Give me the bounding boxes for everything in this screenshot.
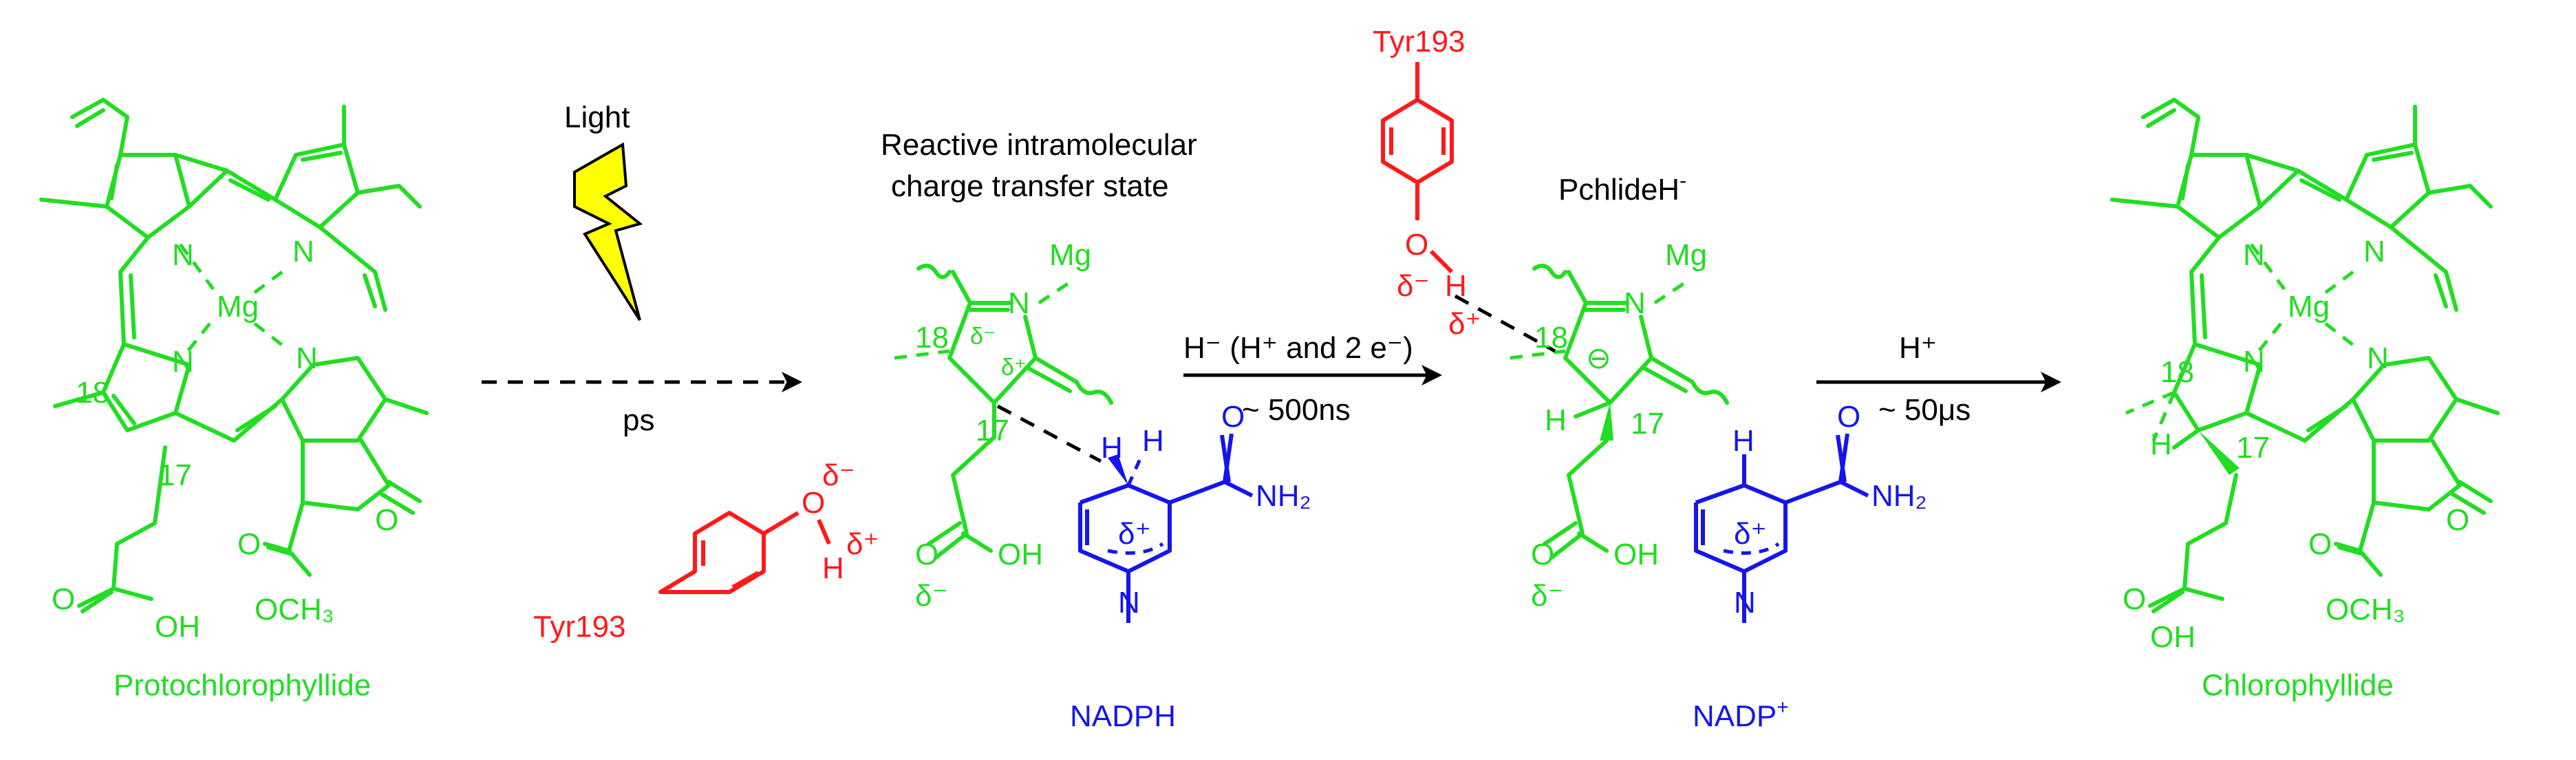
atom-n: N (1624, 286, 1646, 320)
atom-n: N (2243, 238, 2265, 272)
protochlorophyllide-structure: N N N N Mg 18 17 O O OCH₃ O OH (39, 98, 429, 644)
tyr193-label: Tyr193 (1373, 25, 1466, 59)
delta-minus-label: δ⁻ (915, 579, 948, 613)
position-18-label: 18 (76, 376, 109, 410)
atom-n: N (292, 235, 314, 268)
atom-n: N (2243, 345, 2265, 379)
atom-h: H (822, 551, 844, 585)
atom-h: H (1142, 424, 1164, 458)
tyr193-bottom: Tyr193 O H δ⁻ δ⁺ (533, 458, 879, 644)
atom-o: O (1405, 228, 1428, 262)
atom-n: N (2367, 341, 2389, 375)
atom-h: H (1545, 403, 1567, 437)
delta-plus-label: δ⁺ (1001, 355, 1027, 381)
chlorophyllide-structure: N N N N Mg 18 H 17 O O OCH₃ O OH (2110, 98, 2500, 654)
atom-h: H (1101, 431, 1123, 465)
atom-o: O (1837, 400, 1860, 434)
nadp-structure: H O NH₂ δ⁺ N NADP+ (1693, 400, 1927, 733)
position-18-label: 18 (1534, 321, 1568, 355)
hydride-step-label: H⁻ (H⁺ and 2 e⁻) (1183, 331, 1413, 365)
atom-h: H (1732, 424, 1754, 458)
atom-h: H (2150, 427, 2172, 461)
delta-plus-label: δ⁺ (1734, 517, 1767, 551)
methyl-ester-label: OCH₃ (255, 593, 334, 626)
atom-mg: Mg (2288, 290, 2330, 324)
atom-o: O (1531, 538, 1554, 571)
atom-o: O (1221, 400, 1245, 434)
atom-mg: Mg (217, 290, 259, 324)
atom-n: N (172, 345, 194, 379)
nadph-label: NADPH (1070, 699, 1176, 733)
pchlideh-label: PchlideH- (1558, 169, 1686, 207)
delta-minus-label: δ⁻ (1531, 579, 1564, 613)
chlorophyllide-label: Chlorophyllide (2202, 668, 2394, 702)
atom-mg: Mg (1049, 238, 1091, 272)
atom-mg: Mg (1665, 238, 1707, 272)
ps-label: ps (623, 403, 654, 437)
atom-n: N (172, 238, 194, 272)
atom-o: O (52, 582, 75, 616)
atom-o: O (2308, 527, 2332, 561)
nadph-structure: H H O NH₂ δ⁺ N NADPH (1070, 400, 1311, 733)
proton-time-label: ~ 50μs (1878, 393, 1971, 427)
delta-plus-label: δ⁺ (1118, 517, 1151, 551)
hydroxyl-label: OH (155, 610, 200, 644)
hydroxyl-label: OH (1613, 538, 1659, 571)
hydroxyl-label: OH (998, 538, 1043, 571)
atom-n: N (2363, 235, 2385, 268)
delta-plus-label: δ⁺ (1448, 307, 1481, 341)
delta-minus-label: δ⁻ (970, 324, 996, 350)
position-17-label: 17 (1631, 407, 1664, 441)
lightning-bolt-icon (573, 142, 643, 321)
anion-charge: ⊖ (1586, 341, 1611, 375)
atom-n: N (1734, 586, 1756, 620)
nadp-label: NADP+ (1693, 696, 1789, 733)
methyl-ester-label: OCH₃ (2326, 593, 2405, 626)
delta-plus-label: δ⁺ (846, 527, 879, 561)
reactive-state-title-line2: charge transfer state (891, 169, 1169, 203)
hydroxyl-label: OH (2150, 620, 2196, 654)
pchlideh-fragment: N Mg 18 ⊖ H 17 O OH δ⁻ (1454, 238, 1729, 613)
position-17-label: 17 (158, 458, 192, 492)
amine-label: NH₂ (1871, 479, 1927, 513)
delta-minus-label: δ⁻ (1397, 269, 1430, 303)
atom-o: O (2123, 582, 2146, 616)
atom-o: O (237, 527, 261, 561)
light-label: Light (564, 101, 630, 134)
charge-transfer-fragment: N Mg 18 17 δ⁻ δ⁺ O OH δ⁻ (894, 238, 1113, 613)
amine-label: NH₂ (1256, 479, 1311, 513)
proton-step-label: H⁺ (1899, 331, 1937, 365)
atom-o: O (375, 503, 398, 537)
protochlorophyllide-label: Protochlorophyllide (114, 668, 371, 702)
position-18-label: 18 (915, 321, 949, 355)
tyr193-top: Tyr193 O H δ⁻ δ⁺ (1373, 25, 1481, 341)
atom-n: N (296, 341, 318, 375)
delta-minus-label: δ⁻ (822, 458, 855, 492)
atom-o: O (2446, 503, 2469, 537)
position-17-label: 17 (2236, 431, 2270, 465)
position-17-label: 17 (976, 414, 1009, 447)
position-18-label: 18 (2160, 355, 2194, 389)
atom-n: N (1118, 586, 1140, 620)
tyr193-label: Tyr193 (533, 610, 626, 644)
atom-n: N (1008, 286, 1030, 320)
reactive-state-title-line1: Reactive intramolecular (881, 128, 1197, 162)
hydride-time-label: ~ 500ns (1242, 393, 1351, 427)
atom-o: O (915, 538, 938, 571)
atom-o: O (802, 486, 825, 520)
